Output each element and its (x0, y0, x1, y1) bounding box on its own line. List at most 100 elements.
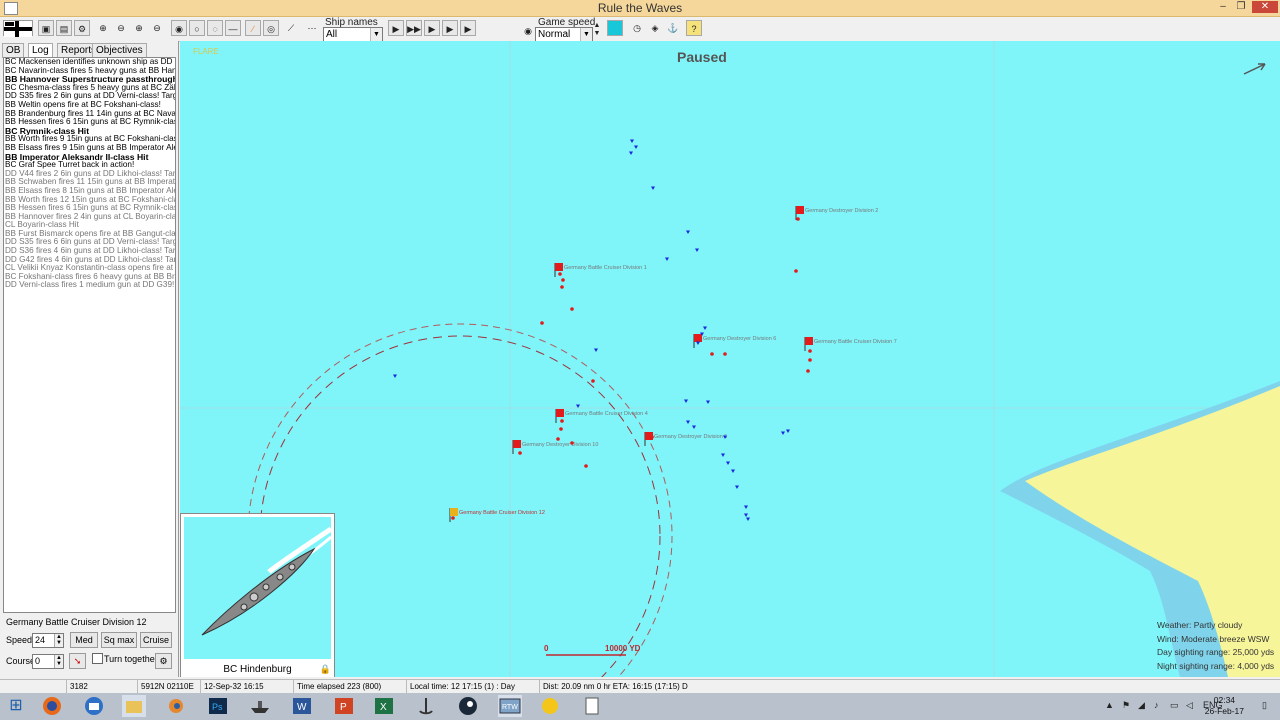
ship-icon[interactable]: ⚓ (667, 23, 679, 33)
spinner-arrows-icon[interactable]: ▲▼ (54, 655, 63, 668)
friendly-ship-marker[interactable] (570, 441, 574, 445)
world-of-warships-icon[interactable] (414, 695, 438, 717)
help-icon[interactable]: ? (686, 20, 702, 36)
game-ship-icon[interactable] (248, 695, 272, 717)
friendly-ship-marker[interactable] (559, 427, 563, 431)
enemy-ship-marker[interactable] (786, 429, 790, 434)
sq-max-button[interactable]: Sq max (101, 632, 137, 648)
battle-map[interactable]: Germany Battle Cruiser Division 1 Germany… (180, 41, 1280, 677)
friendly-division-flag[interactable]: Germany Destroyer Division 6 (693, 334, 776, 348)
tray-battery-icon[interactable]: ▭ (1170, 700, 1179, 710)
speed-spinner-icon[interactable]: ▲▼ (593, 22, 601, 37)
tray-arrow-icon[interactable]: ▲ (1105, 700, 1114, 710)
file-explorer-icon[interactable] (122, 695, 146, 717)
game-speed-select[interactable]: Normal ▼ (535, 27, 593, 42)
step-forward-4-icon[interactable]: ▶ (442, 20, 458, 36)
enemy-ship-marker[interactable] (594, 348, 598, 353)
step-forward-5-icon[interactable]: ▶ (460, 20, 476, 36)
friendly-ship-marker[interactable] (584, 464, 588, 468)
enemy-ship-marker[interactable] (629, 151, 633, 156)
compass-icon[interactable]: ◈ (651, 23, 659, 33)
target-icon[interactable]: ◉ (171, 20, 187, 36)
photoshop-icon[interactable]: Ps (206, 695, 230, 717)
pacman-icon[interactable] (538, 695, 562, 717)
enemy-ship-marker[interactable] (686, 230, 690, 235)
friendly-ship-marker[interactable] (570, 307, 574, 311)
sea-map-icon[interactable] (607, 20, 623, 36)
enemy-ship-marker[interactable] (393, 374, 397, 379)
friendly-division-flag[interactable]: Germany Battle Cruiser Division 12 (449, 508, 545, 522)
enemy-ship-marker[interactable] (744, 505, 748, 510)
enemy-ship-marker[interactable] (746, 517, 750, 522)
enemy-ship-marker[interactable] (700, 332, 704, 337)
enemy-ship-marker[interactable] (576, 404, 580, 409)
friendly-ship-marker[interactable] (451, 516, 455, 520)
blender-icon[interactable] (164, 695, 188, 717)
friendly-ship-marker[interactable] (794, 269, 798, 273)
zoom-fit-icon[interactable]: ⊕ (135, 23, 143, 33)
friendly-division-flag[interactable]: Germany Battle Cruiser Division 1 (554, 263, 647, 277)
course-stepper[interactable]: 0 ▲▼ (32, 654, 64, 669)
tab-objectives[interactable]: Objectives (92, 43, 147, 58)
line-icon[interactable]: — (225, 20, 241, 36)
map-canvas[interactable]: Germany Battle Cruiser Division 1 Germany… (180, 41, 1280, 677)
speed-stepper[interactable]: 24 ▲▼ (32, 633, 64, 648)
enemy-ship-marker[interactable] (735, 485, 739, 490)
tab-log[interactable]: Log (28, 43, 53, 58)
enemy-ship-marker[interactable] (723, 435, 727, 440)
minimize-button[interactable]: – (1220, 1, 1226, 12)
friendly-ship-marker[interactable] (808, 349, 812, 353)
enemy-ship-marker[interactable] (651, 186, 655, 191)
zoom-reset-icon[interactable]: ⊖ (153, 23, 161, 33)
friendly-ship-marker[interactable] (540, 321, 544, 325)
battle-log[interactable]: BC Mackensen identifies unknown ship as … (3, 57, 176, 613)
enemy-ship-marker[interactable] (684, 399, 688, 404)
friendly-ship-marker[interactable] (591, 379, 595, 383)
maximize-button[interactable]: ❐ (1236, 1, 1246, 12)
record-icon[interactable]: ◉ (524, 26, 532, 36)
tray-flag-icon[interactable]: ⚑ (1122, 700, 1131, 710)
enemy-ship-marker[interactable] (696, 341, 700, 346)
powerpoint-icon[interactable]: P (332, 695, 356, 717)
excel-icon[interactable]: X (372, 695, 396, 717)
friendly-ship-marker[interactable] (796, 217, 800, 221)
turn-together-checkbox[interactable] (92, 653, 103, 664)
enemy-ship-marker[interactable] (706, 400, 710, 405)
friendly-ship-marker[interactable] (650, 435, 654, 439)
step-forward-2-icon[interactable]: ▶▶ (406, 20, 422, 36)
rtw-icon[interactable]: RTW (498, 695, 522, 717)
friendly-ship-marker[interactable] (806, 369, 810, 373)
save-icon[interactable]: ▣ (38, 20, 54, 36)
friendly-division-flag[interactable]: Germany Battle Cruiser Division 7 (804, 337, 897, 351)
med-speed-button[interactable]: Med (70, 632, 98, 648)
set-course-cursor-icon[interactable]: ➘ (69, 653, 86, 669)
tray-speaker-icon[interactable]: ◁ (1186, 700, 1193, 710)
notepad-icon[interactable] (580, 695, 604, 717)
start-icon[interactable]: ⊞ (9, 697, 23, 714)
friendly-ship-marker[interactable] (561, 278, 565, 282)
enemy-ship-marker[interactable] (781, 431, 785, 436)
firefox-icon[interactable] (40, 695, 64, 717)
enemy-ship-marker[interactable] (692, 425, 696, 430)
zoom-out-icon[interactable]: ⊖ (117, 23, 125, 33)
dots-icon[interactable]: ⋯ (307, 23, 317, 33)
enemy-ship-marker[interactable] (726, 461, 730, 466)
friendly-ship-marker[interactable] (560, 285, 564, 289)
step-forward-1-icon[interactable]: ▶ (388, 20, 404, 36)
german-flag-icon[interactable] (3, 20, 33, 37)
close-button[interactable]: ✕ (1252, 1, 1278, 13)
zoom-in-icon[interactable]: ⊕ (99, 23, 107, 33)
ruler-icon[interactable]: ⟋ (287, 23, 295, 33)
tray-network-icon[interactable]: ◢ (1138, 700, 1145, 710)
ship-names-select[interactable]: All ▼ (323, 27, 383, 42)
friendly-ship-marker[interactable] (518, 451, 522, 455)
friendly-ship-marker[interactable] (710, 352, 714, 356)
spinner-arrows-icon[interactable]: ▲▼ (54, 634, 63, 647)
range-circle-icon[interactable]: ○ (189, 20, 205, 36)
friendly-ship-marker[interactable] (723, 352, 727, 356)
friendly-ship-marker[interactable] (808, 358, 812, 362)
document-icon[interactable]: ▤ (56, 20, 72, 36)
cruise-button[interactable]: Cruise (140, 632, 172, 648)
circle-tool-icon[interactable]: ◎ (263, 20, 279, 36)
lock-icon[interactable]: 🔒 (319, 664, 331, 674)
